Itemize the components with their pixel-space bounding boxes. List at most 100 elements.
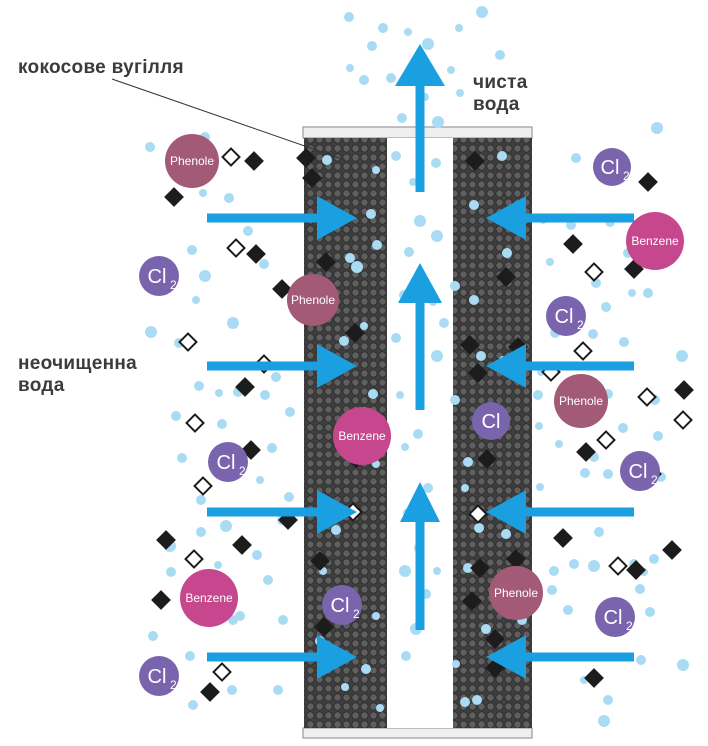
inflow-arrow-right-4-head — [486, 635, 526, 679]
water-droplet — [376, 704, 384, 712]
unclean-water-label: неочищенна вода — [18, 353, 137, 397]
contaminant-particle — [244, 151, 264, 171]
phenole-label: Phenole — [170, 154, 214, 168]
water-droplet — [571, 153, 581, 163]
water-droplet — [399, 565, 411, 577]
benzene-circle — [626, 212, 684, 270]
contaminant-particle-outline — [673, 410, 693, 430]
contaminant-particle-outline — [178, 332, 198, 352]
inflow-arrow-left-1-head — [317, 196, 357, 240]
contaminant-particle — [470, 558, 490, 578]
water-droplet — [367, 41, 377, 51]
water-droplet — [474, 523, 484, 533]
contaminant-particle — [626, 560, 646, 580]
water-droplet — [368, 389, 378, 399]
water-droplet — [401, 443, 409, 451]
clean-water-label-line-2: вода — [473, 94, 520, 115]
water-droplet — [456, 89, 464, 97]
water-droplet — [196, 495, 206, 505]
water-droplet — [433, 567, 441, 575]
water-droplet — [601, 302, 611, 312]
contaminant-particle-outline — [184, 549, 204, 569]
clean-water-label-line-1: чиста — [473, 72, 528, 93]
water-droplet — [199, 189, 207, 197]
water-droplet — [220, 520, 232, 532]
benzene-label: Benzene — [338, 429, 386, 443]
chlorine-circle — [322, 585, 362, 625]
water-droplet — [501, 529, 511, 539]
contaminant-particle — [151, 590, 171, 610]
chlorine-label: Cl — [601, 157, 620, 179]
coconut-carbon-leader-line — [111, 78, 346, 161]
contaminant-particle-outline — [221, 147, 241, 167]
contaminant-particle — [235, 377, 255, 397]
water-droplet — [224, 193, 234, 203]
water-droplet — [409, 178, 417, 186]
water-droplet — [273, 685, 283, 695]
contaminant-particle — [164, 187, 184, 207]
water-droplet — [649, 554, 659, 564]
water-droplet — [391, 333, 401, 343]
water-droplet — [603, 695, 613, 705]
water-droplet — [497, 151, 507, 161]
contaminant-particle-outline — [468, 504, 488, 524]
water-droplet — [192, 296, 200, 304]
chlorine-subscript: 2 — [170, 278, 177, 292]
chlorine-subscript: 2 — [623, 169, 630, 183]
water-droplet — [372, 240, 382, 250]
water-droplet — [645, 607, 655, 617]
chlorine-label: Cl — [148, 266, 167, 288]
water-droplet — [481, 624, 491, 634]
water-droplet — [651, 122, 663, 134]
water-droplet — [476, 351, 486, 361]
benzene-label: Benzene — [185, 591, 233, 605]
water-droplet — [227, 685, 237, 695]
contaminant-particle-outline — [584, 262, 604, 282]
chlorine-subscript: 2 — [626, 619, 633, 633]
chlorine-circle — [593, 148, 631, 186]
inflow-arrow-right-1-head — [486, 196, 526, 240]
outflow-arrow-bottom-head — [400, 482, 440, 522]
water-droplet — [397, 113, 407, 123]
water-droplet — [145, 326, 157, 338]
water-droplet — [439, 318, 449, 328]
water-droplet — [227, 317, 239, 329]
contaminant-particle — [584, 668, 604, 688]
water-droplet — [535, 422, 543, 430]
chlorine-circle — [139, 256, 179, 296]
water-droplet — [359, 75, 369, 85]
inflow-arrow-right-3-head — [486, 490, 526, 534]
chlorine-subscript: 2 — [239, 464, 246, 478]
contaminant-particle — [674, 380, 694, 400]
chlorine-molecule: Cl — [472, 402, 510, 440]
chlorine-subscript: 2 — [353, 607, 360, 621]
water-droplet — [450, 395, 460, 405]
water-droplet — [243, 226, 253, 236]
water-droplet — [469, 295, 479, 305]
chlorine-subscript: 2 — [577, 318, 584, 332]
contaminant-particle-outline — [573, 341, 593, 361]
water-droplet — [391, 151, 401, 161]
water-droplet — [284, 492, 294, 502]
outflow-arrow-middle-head — [398, 263, 442, 303]
water-droplet — [588, 329, 598, 339]
water-droplet — [450, 281, 460, 291]
water-droplet — [469, 200, 479, 210]
phenole-label: Phenole — [494, 586, 538, 600]
contaminant-particle-outline — [193, 476, 213, 496]
benzene-molecule: Benzene — [180, 569, 238, 627]
water-droplet — [414, 215, 426, 227]
water-droplet — [547, 585, 557, 595]
water-droplet — [177, 453, 187, 463]
water-droplet — [259, 259, 269, 269]
chlorine-circle — [595, 597, 635, 637]
water-droplet — [603, 469, 613, 479]
water-droplet — [145, 142, 155, 152]
water-droplet — [339, 336, 349, 346]
benzene-molecule: Benzene — [626, 212, 684, 270]
water-droplet — [549, 566, 559, 576]
water-droplet — [361, 664, 371, 674]
